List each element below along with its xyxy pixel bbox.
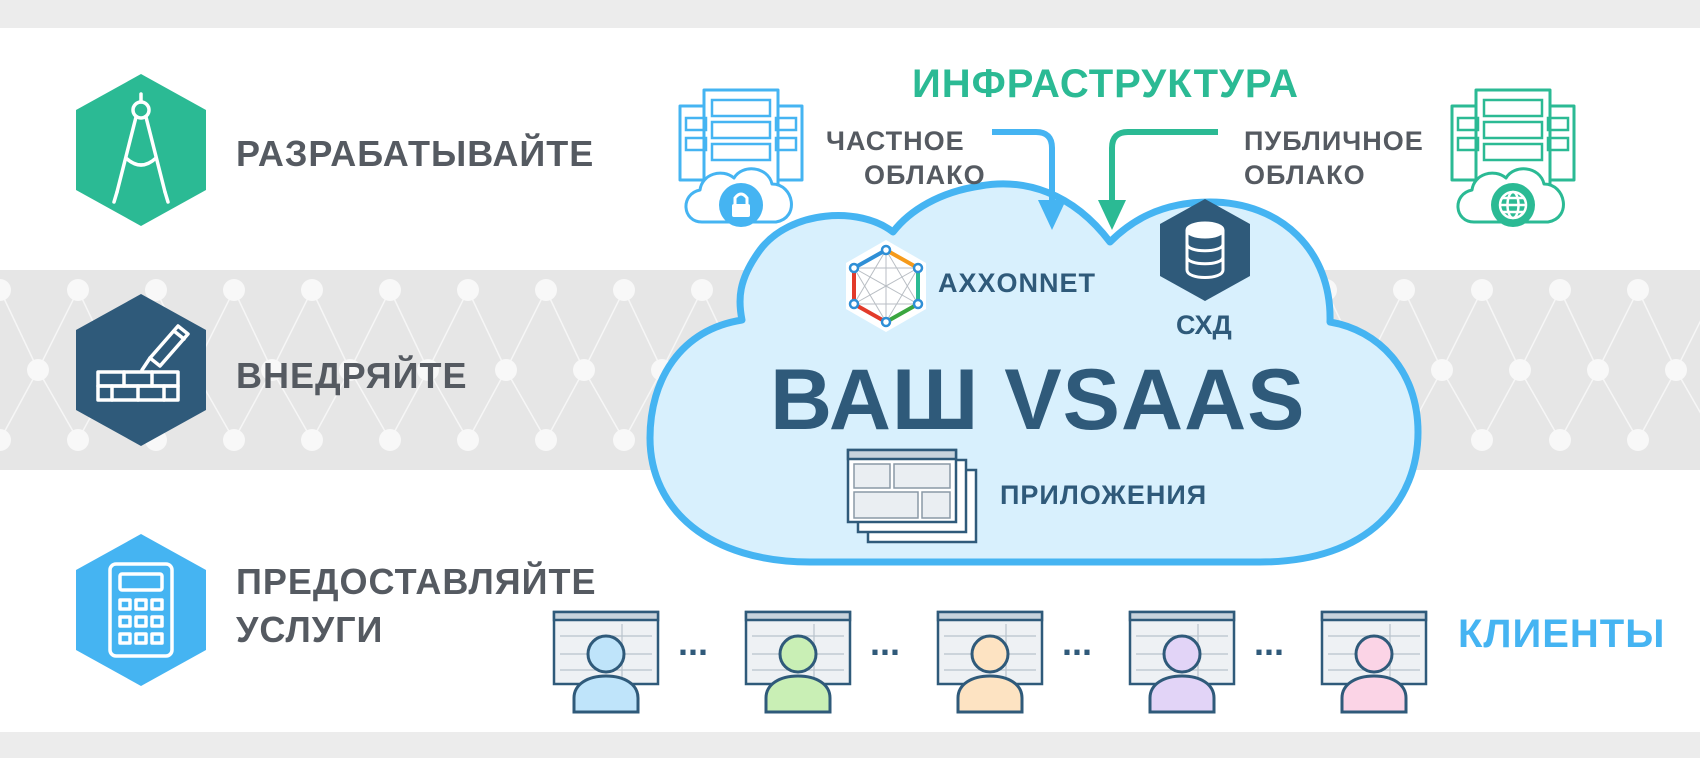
private-cloud-label-line1: ЧАСТНОЕ: [826, 126, 965, 156]
calculator-icon: [108, 562, 174, 658]
client-monitor-icon: [936, 610, 1044, 714]
axxonnet-label: AXXONNET: [938, 268, 1097, 298]
top-band-gap: [0, 28, 1700, 38]
client-separator: ...: [870, 622, 901, 663]
develop-hexagon: [76, 74, 206, 226]
bottom-band-gap: [0, 724, 1700, 732]
infrastructure-title: ИНФРАСТРУКТУРА: [912, 62, 1299, 106]
client-separator: ...: [1254, 622, 1285, 663]
client-monitor-icon: [552, 610, 660, 714]
client-4: [1128, 610, 1236, 719]
axxonnet-logo-icon: [846, 240, 926, 332]
app-windows-icon: [846, 448, 978, 544]
brick-trowel-icon: [96, 324, 190, 402]
develop-label: РАЗРАБАТЫВАЙТЕ: [236, 133, 595, 174]
provide-label-line1: ПРЕДОСТАВЛЯЙТЕ: [236, 561, 597, 602]
client-1: [552, 610, 660, 719]
provide-hexagon: [76, 534, 206, 686]
client-separator: ...: [678, 622, 709, 663]
client-5: [1320, 610, 1428, 719]
client-3: [936, 610, 1044, 719]
client-separator: ...: [1062, 622, 1093, 663]
storage-hexagon: [1160, 199, 1250, 301]
public-cloud-label-line2: ОБЛАКО: [1244, 160, 1366, 190]
server-lock-icon: [678, 88, 804, 227]
private-cloud-label-line2: ОБЛАКО: [864, 160, 986, 190]
cloud-title: ВАШ VSAAS: [770, 352, 1306, 448]
clients-label: КЛИЕНТЫ: [1458, 612, 1666, 656]
client-monitor-icon: [1320, 610, 1428, 714]
infrastructure-arrows: [992, 129, 1218, 230]
client-monitor-icon: [1128, 610, 1236, 714]
compass-icon: [112, 92, 170, 204]
client-monitor-icon: [744, 610, 852, 714]
public-cloud-label-line1: ПУБЛИЧНОЕ: [1244, 126, 1424, 156]
deploy-hexagon: [76, 294, 206, 446]
apps-label: ПРИЛОЖЕНИЯ: [1000, 480, 1208, 510]
client-2: [744, 610, 852, 719]
storage-label: СХД: [1176, 310, 1232, 340]
database-icon: [1185, 221, 1225, 279]
deploy-label: ВНЕДРЯЙТЕ: [236, 355, 468, 396]
server-globe-icon: [1450, 88, 1576, 227]
provide-label-line2: УСЛУГИ: [236, 609, 384, 650]
